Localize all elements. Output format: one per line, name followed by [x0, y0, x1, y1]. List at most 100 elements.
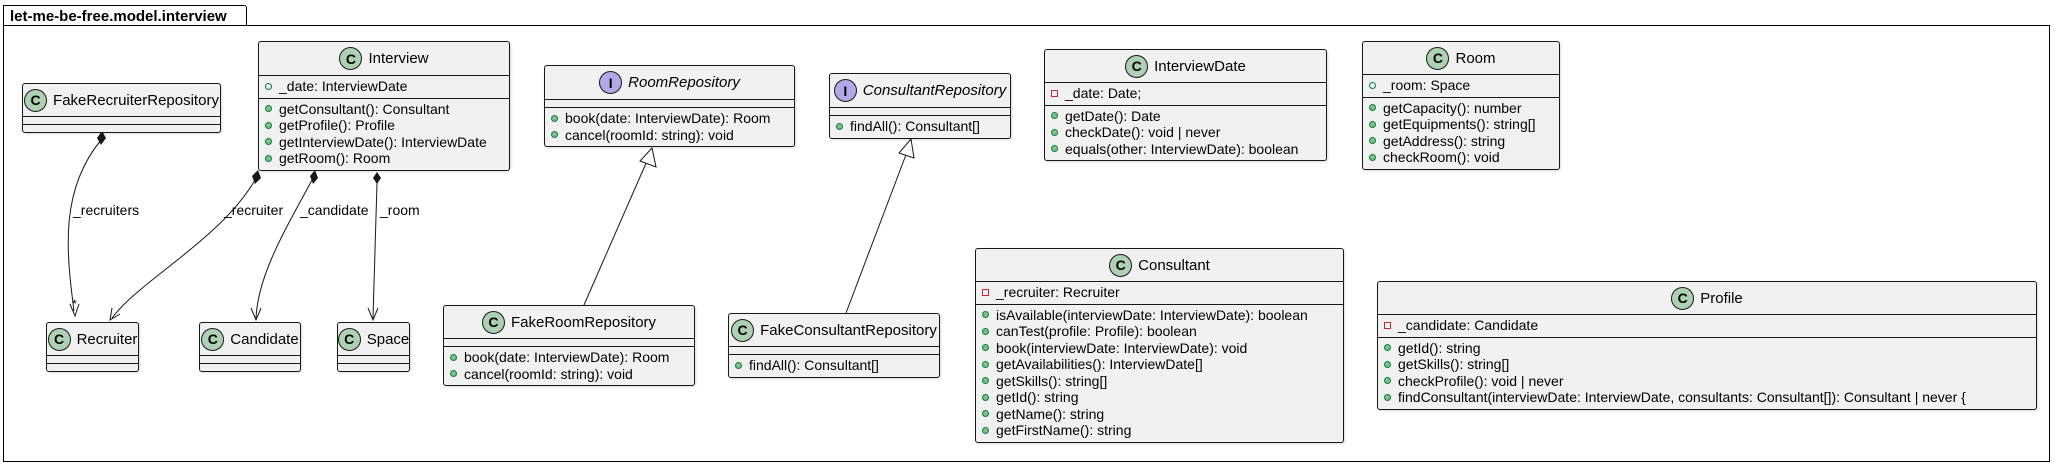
- method: canTest(profile: Profile): boolean: [982, 323, 1337, 340]
- method: equals(other: InterviewDate): boolean: [1051, 141, 1320, 158]
- class-icon: C: [481, 310, 505, 334]
- public-method-icon: [450, 370, 457, 378]
- public-method-icon: [265, 154, 272, 162]
- public-method-icon: [982, 393, 989, 401]
- public-method-icon: [1369, 120, 1376, 128]
- methods-compartment: [200, 363, 300, 371]
- methods-compartment: findAll(): Consultant[]: [729, 354, 939, 377]
- class-name: Recruiter: [76, 330, 138, 348]
- relation-room-line: [372, 182, 378, 319]
- relation-recruiter-line: [111, 179, 256, 319]
- public-method-icon: [1369, 137, 1376, 145]
- public-method-icon: [1051, 112, 1058, 120]
- class-icon: C: [47, 327, 71, 351]
- class-name: Candidate: [230, 330, 299, 348]
- public-method-icon: [1384, 344, 1391, 352]
- class-name: FakeConsultantRepository: [760, 321, 937, 339]
- methods-compartment: [23, 124, 220, 132]
- class-fake-consultant-repository[interactable]: C FakeConsultantRepository findAll(): Co…: [728, 313, 940, 378]
- class-name: Profile: [1700, 289, 1743, 307]
- field: _room: Space: [1369, 77, 1553, 94]
- class-header: C Space: [337, 323, 410, 355]
- class-icon: C: [339, 47, 363, 70]
- interface-icon: I: [833, 79, 857, 102]
- method: getFirstName(): string: [982, 422, 1337, 439]
- class-candidate[interactable]: C Candidate: [199, 322, 301, 372]
- class-header: C FakeRoomRepository: [444, 306, 694, 338]
- public-method-icon: [265, 105, 272, 113]
- public-method-icon: [1384, 377, 1391, 385]
- class-consultant[interactable]: C Consultant _recruiter: Recruiter isAva…: [975, 248, 1344, 443]
- private-field-icon: [1051, 89, 1058, 97]
- class-icon: C: [1125, 54, 1149, 78]
- fields-compartment: [200, 355, 300, 363]
- public-field-icon: [265, 82, 272, 90]
- class-header: C FakeConsultantRepository: [729, 314, 939, 346]
- public-method-icon: [1051, 145, 1058, 153]
- fields-compartment: _room: Space: [1363, 74, 1559, 97]
- fields-compartment: _recruiter: Recruiter: [976, 281, 1343, 304]
- method: getSkills(): string[]: [982, 373, 1337, 390]
- public-method-icon: [450, 353, 457, 361]
- interface-consultant-repository[interactable]: I ConsultantRepository findAll(): Consul…: [829, 73, 1011, 139]
- relation-room-repository-line: [583, 160, 648, 306]
- method: getAddress(): string: [1369, 133, 1553, 150]
- public-method-icon: [551, 114, 558, 122]
- public-method-icon: [1369, 153, 1376, 161]
- class-icon: C: [24, 88, 48, 112]
- class-interview[interactable]: C Interview _date: InterviewDate getCons…: [258, 41, 510, 171]
- class-icon: C: [1426, 46, 1450, 70]
- methods-compartment: getCapacity(): number getEquipments(): s…: [1363, 96, 1559, 169]
- methods-compartment: book(date: InterviewDate): Room cancel(r…: [444, 346, 694, 385]
- class-recruiter[interactable]: C Recruiter: [46, 322, 139, 372]
- class-header: I RoomRepository: [545, 66, 794, 99]
- fields-compartment: [338, 355, 409, 363]
- public-method-icon: [982, 377, 989, 385]
- private-field-icon: [982, 288, 989, 296]
- public-method-icon: [1384, 360, 1391, 368]
- interface-room-repository[interactable]: I RoomRepository book(date: InterviewDat…: [544, 65, 795, 147]
- class-header: C Recruiter: [47, 323, 138, 355]
- composition-diamond-icon: [310, 170, 318, 184]
- class-room[interactable]: C Room _room: Space getCapacity(): numbe…: [1362, 41, 1560, 170]
- class-fake-recruiter-repository[interactable]: C FakeRecruiterRepository: [22, 83, 221, 133]
- class-profile[interactable]: C Profile _candidate: Candidate getId():…: [1377, 281, 2037, 410]
- arrow-head-icon: [69, 303, 80, 318]
- field: _candidate: Candidate: [1384, 317, 2030, 334]
- class-icon: C: [1109, 253, 1133, 277]
- field: _date: Date;: [1051, 85, 1320, 102]
- class-header: C Room: [1363, 42, 1559, 74]
- methods-compartment: isAvailable(interviewDate: InterviewDate…: [976, 303, 1343, 442]
- class-name: Space: [366, 330, 410, 348]
- method: cancel(roomId: string): void: [551, 127, 788, 144]
- method: getName(): string: [982, 406, 1337, 423]
- method: getId(): string: [982, 389, 1337, 406]
- class-name: ConsultantRepository: [862, 82, 1007, 99]
- method: checkRoom(): void: [1369, 149, 1553, 166]
- public-method-icon: [836, 122, 843, 130]
- class-name: Room: [1455, 49, 1496, 67]
- composition-diamond-icon: [97, 131, 106, 145]
- class-icon: C: [337, 327, 361, 351]
- class-fake-room-repository[interactable]: C FakeRoomRepository book(date: Intervie…: [443, 305, 695, 386]
- public-method-icon: [1369, 104, 1376, 112]
- class-name: FakeRecruiterRepository: [53, 91, 219, 109]
- class-space[interactable]: C Space: [337, 322, 410, 372]
- public-method-icon: [1384, 393, 1391, 401]
- method: findAll(): Consultant[]: [735, 357, 933, 374]
- class-icon: C: [731, 318, 755, 342]
- class-icon: C: [1671, 286, 1695, 310]
- class-header: C InterviewDate: [1045, 50, 1326, 82]
- public-field-icon: [1369, 81, 1376, 89]
- methods-compartment: getConsultant(): Consultant getProfile()…: [259, 97, 509, 170]
- class-name: Interview: [368, 50, 429, 67]
- class-interview-date[interactable]: C InterviewDate _date: Date; getDate(): …: [1044, 49, 1327, 161]
- fields-compartment: [47, 355, 138, 363]
- class-header: C Interview: [259, 42, 509, 75]
- class-header: I ConsultantRepository: [830, 74, 1010, 107]
- method: findConsultant(interviewDate: InterviewD…: [1384, 389, 2030, 406]
- class-name: InterviewDate: [1154, 57, 1246, 75]
- class-header: C FakeRecruiterRepository: [23, 84, 220, 116]
- public-method-icon: [982, 311, 989, 319]
- method: getEquipments(): string[]: [1369, 116, 1553, 133]
